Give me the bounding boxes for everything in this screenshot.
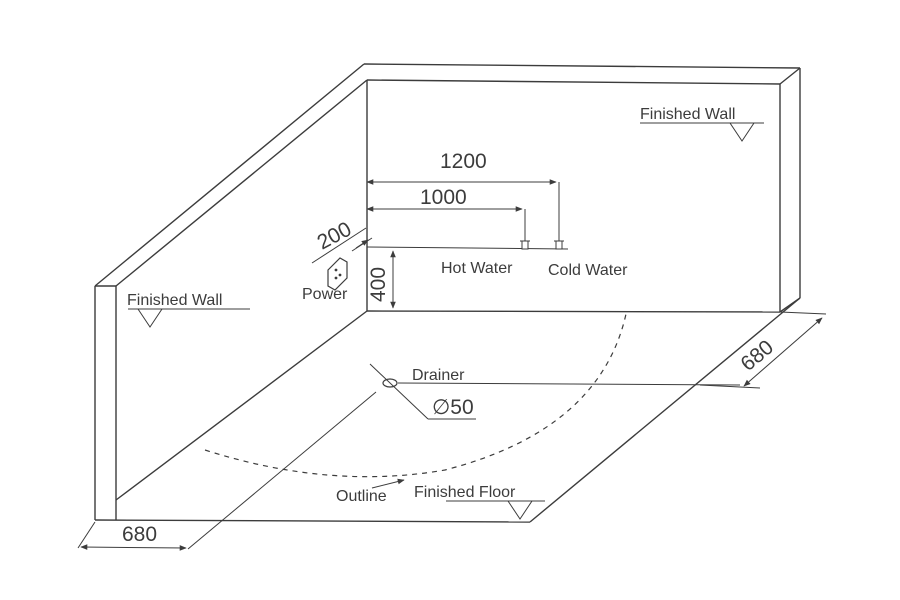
drainer-icon xyxy=(369,363,741,420)
dim-680-right-label: 680 xyxy=(736,336,778,376)
left-wall xyxy=(94,63,368,520)
finished-floor-marker: Finished Floor xyxy=(414,484,545,520)
dimension-cold-water-1200: 1200 xyxy=(366,150,560,246)
dimension-hot-water-1000: 1000 xyxy=(366,186,526,246)
dim-680-front-label: 680 xyxy=(122,523,157,546)
power-label: Power xyxy=(302,286,348,303)
finished-wall-left-label: Finished Wall xyxy=(127,292,222,309)
power-socket-icon xyxy=(327,257,348,291)
finished-wall-back-label: Finished Wall xyxy=(640,106,735,123)
dim-1200-label: 1200 xyxy=(440,150,487,173)
dim-200-label: 200 xyxy=(314,218,356,255)
finished-wall-back-marker: Finished Wall xyxy=(640,106,764,142)
dimension-pipe-height-400: 400 xyxy=(367,250,396,309)
finished-wall-left-marker: Finished Wall xyxy=(127,292,250,328)
back-wall xyxy=(363,63,801,313)
dimension-width-680: 680 xyxy=(77,391,377,551)
outline-marker: Outline xyxy=(336,478,405,505)
finished-floor-label: Finished Floor xyxy=(414,484,516,501)
dim-400-label: 400 xyxy=(367,267,390,302)
dimension-depth-680: 680 xyxy=(699,311,827,389)
outline-label: Outline xyxy=(336,488,387,505)
hot-water-valve-icon xyxy=(520,240,530,250)
dimension-power-200: 200 xyxy=(311,218,373,264)
drainer-label: Drainer xyxy=(412,367,465,384)
cold-water-label: Cold Water xyxy=(548,262,628,279)
cold-water-valve-icon xyxy=(554,240,564,250)
outline-dashed-arc xyxy=(204,313,627,478)
hot-water-label: Hot Water xyxy=(441,260,513,277)
dim-1000-label: 1000 xyxy=(420,186,467,209)
pipe-level-line xyxy=(366,246,569,250)
drainer-size-label: ∅50 xyxy=(432,396,474,419)
